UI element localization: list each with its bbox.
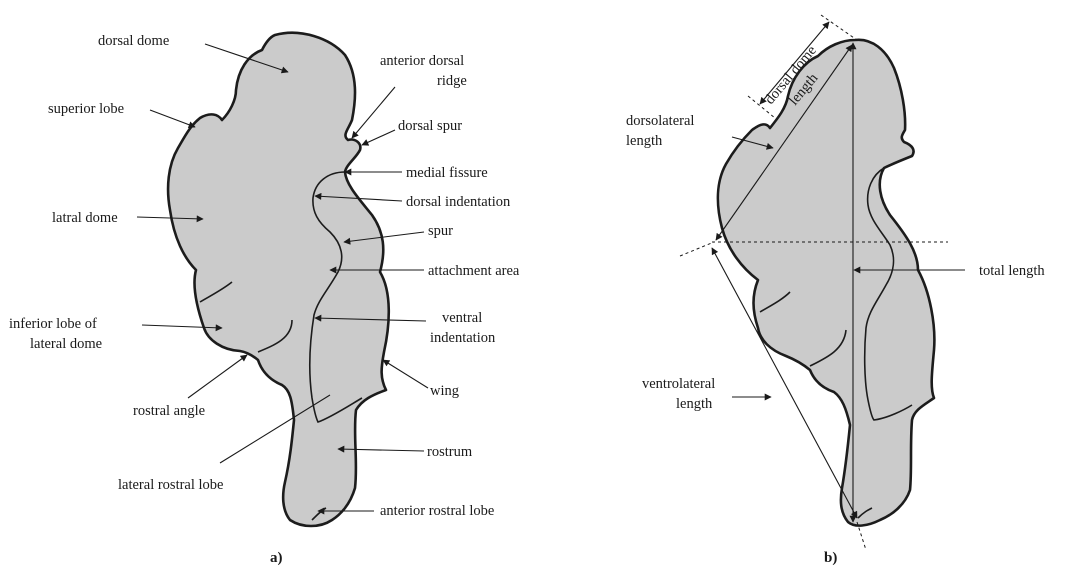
label-anterior-rostral-lobe: anterior rostral lobe [380, 503, 494, 519]
label-dorsolateral-length-line1: dorsolateral [626, 113, 694, 129]
label-ventrolateral-length-line2: length [676, 396, 713, 412]
arrow-rostral-angle [188, 355, 247, 398]
otolith-outline-a [168, 33, 389, 526]
arrow-superior-lobe [150, 110, 195, 127]
ventrolateral-extension-top [680, 242, 714, 256]
panel-b: dorsal dome length dorsolateral length t… [626, 15, 1045, 566]
label-spur: spur [428, 223, 453, 239]
label-lateral-rostral-lobe: lateral rostral lobe [118, 477, 223, 493]
label-superior-lobe: superior lobe [48, 101, 124, 117]
label-rostral-angle: rostral angle [133, 403, 205, 419]
label-anterior-dorsal-ridge-line1: anterior dorsal [380, 53, 464, 69]
label-dorsolateral-length-line2: length [626, 133, 663, 149]
label-medial-fissure: medial fissure [406, 165, 488, 181]
label-attachment-area: attachment area [428, 263, 520, 279]
arrow-wing [383, 360, 428, 388]
label-inferior-lobe-line1: inferior lobe of [9, 316, 97, 332]
label-anterior-dorsal-ridge-line2: ridge [437, 73, 467, 89]
label-rostrum: rostrum [427, 444, 473, 460]
label-dorsal-spur: dorsal spur [398, 118, 462, 134]
label-dorsal-indentation: dorsal indentation [406, 194, 511, 210]
label-ventral-indentation-line1: ventral [442, 310, 482, 326]
arrow-anterior-dorsal-ridge [352, 87, 395, 138]
label-dorsal-dome: dorsal dome [98, 33, 169, 49]
panel-a: dorsal dome anterior dorsal ridge superi… [9, 33, 520, 566]
label-ventral-indentation-line2: indentation [430, 330, 496, 346]
label-inferior-lobe-line2: lateral dome [30, 336, 102, 352]
caption-b: b) [824, 550, 837, 566]
caption-a: a) [270, 550, 283, 566]
otolith-outline-b [718, 40, 934, 526]
label-total-length: total length [979, 263, 1045, 279]
arrow-dorsal-spur [362, 130, 395, 145]
label-ventrolateral-length-line1: ventrolateral [642, 376, 715, 392]
label-latral-dome: latral dome [52, 210, 118, 226]
dorsal-dome-extension-top [821, 15, 857, 40]
label-wing: wing [430, 383, 459, 399]
